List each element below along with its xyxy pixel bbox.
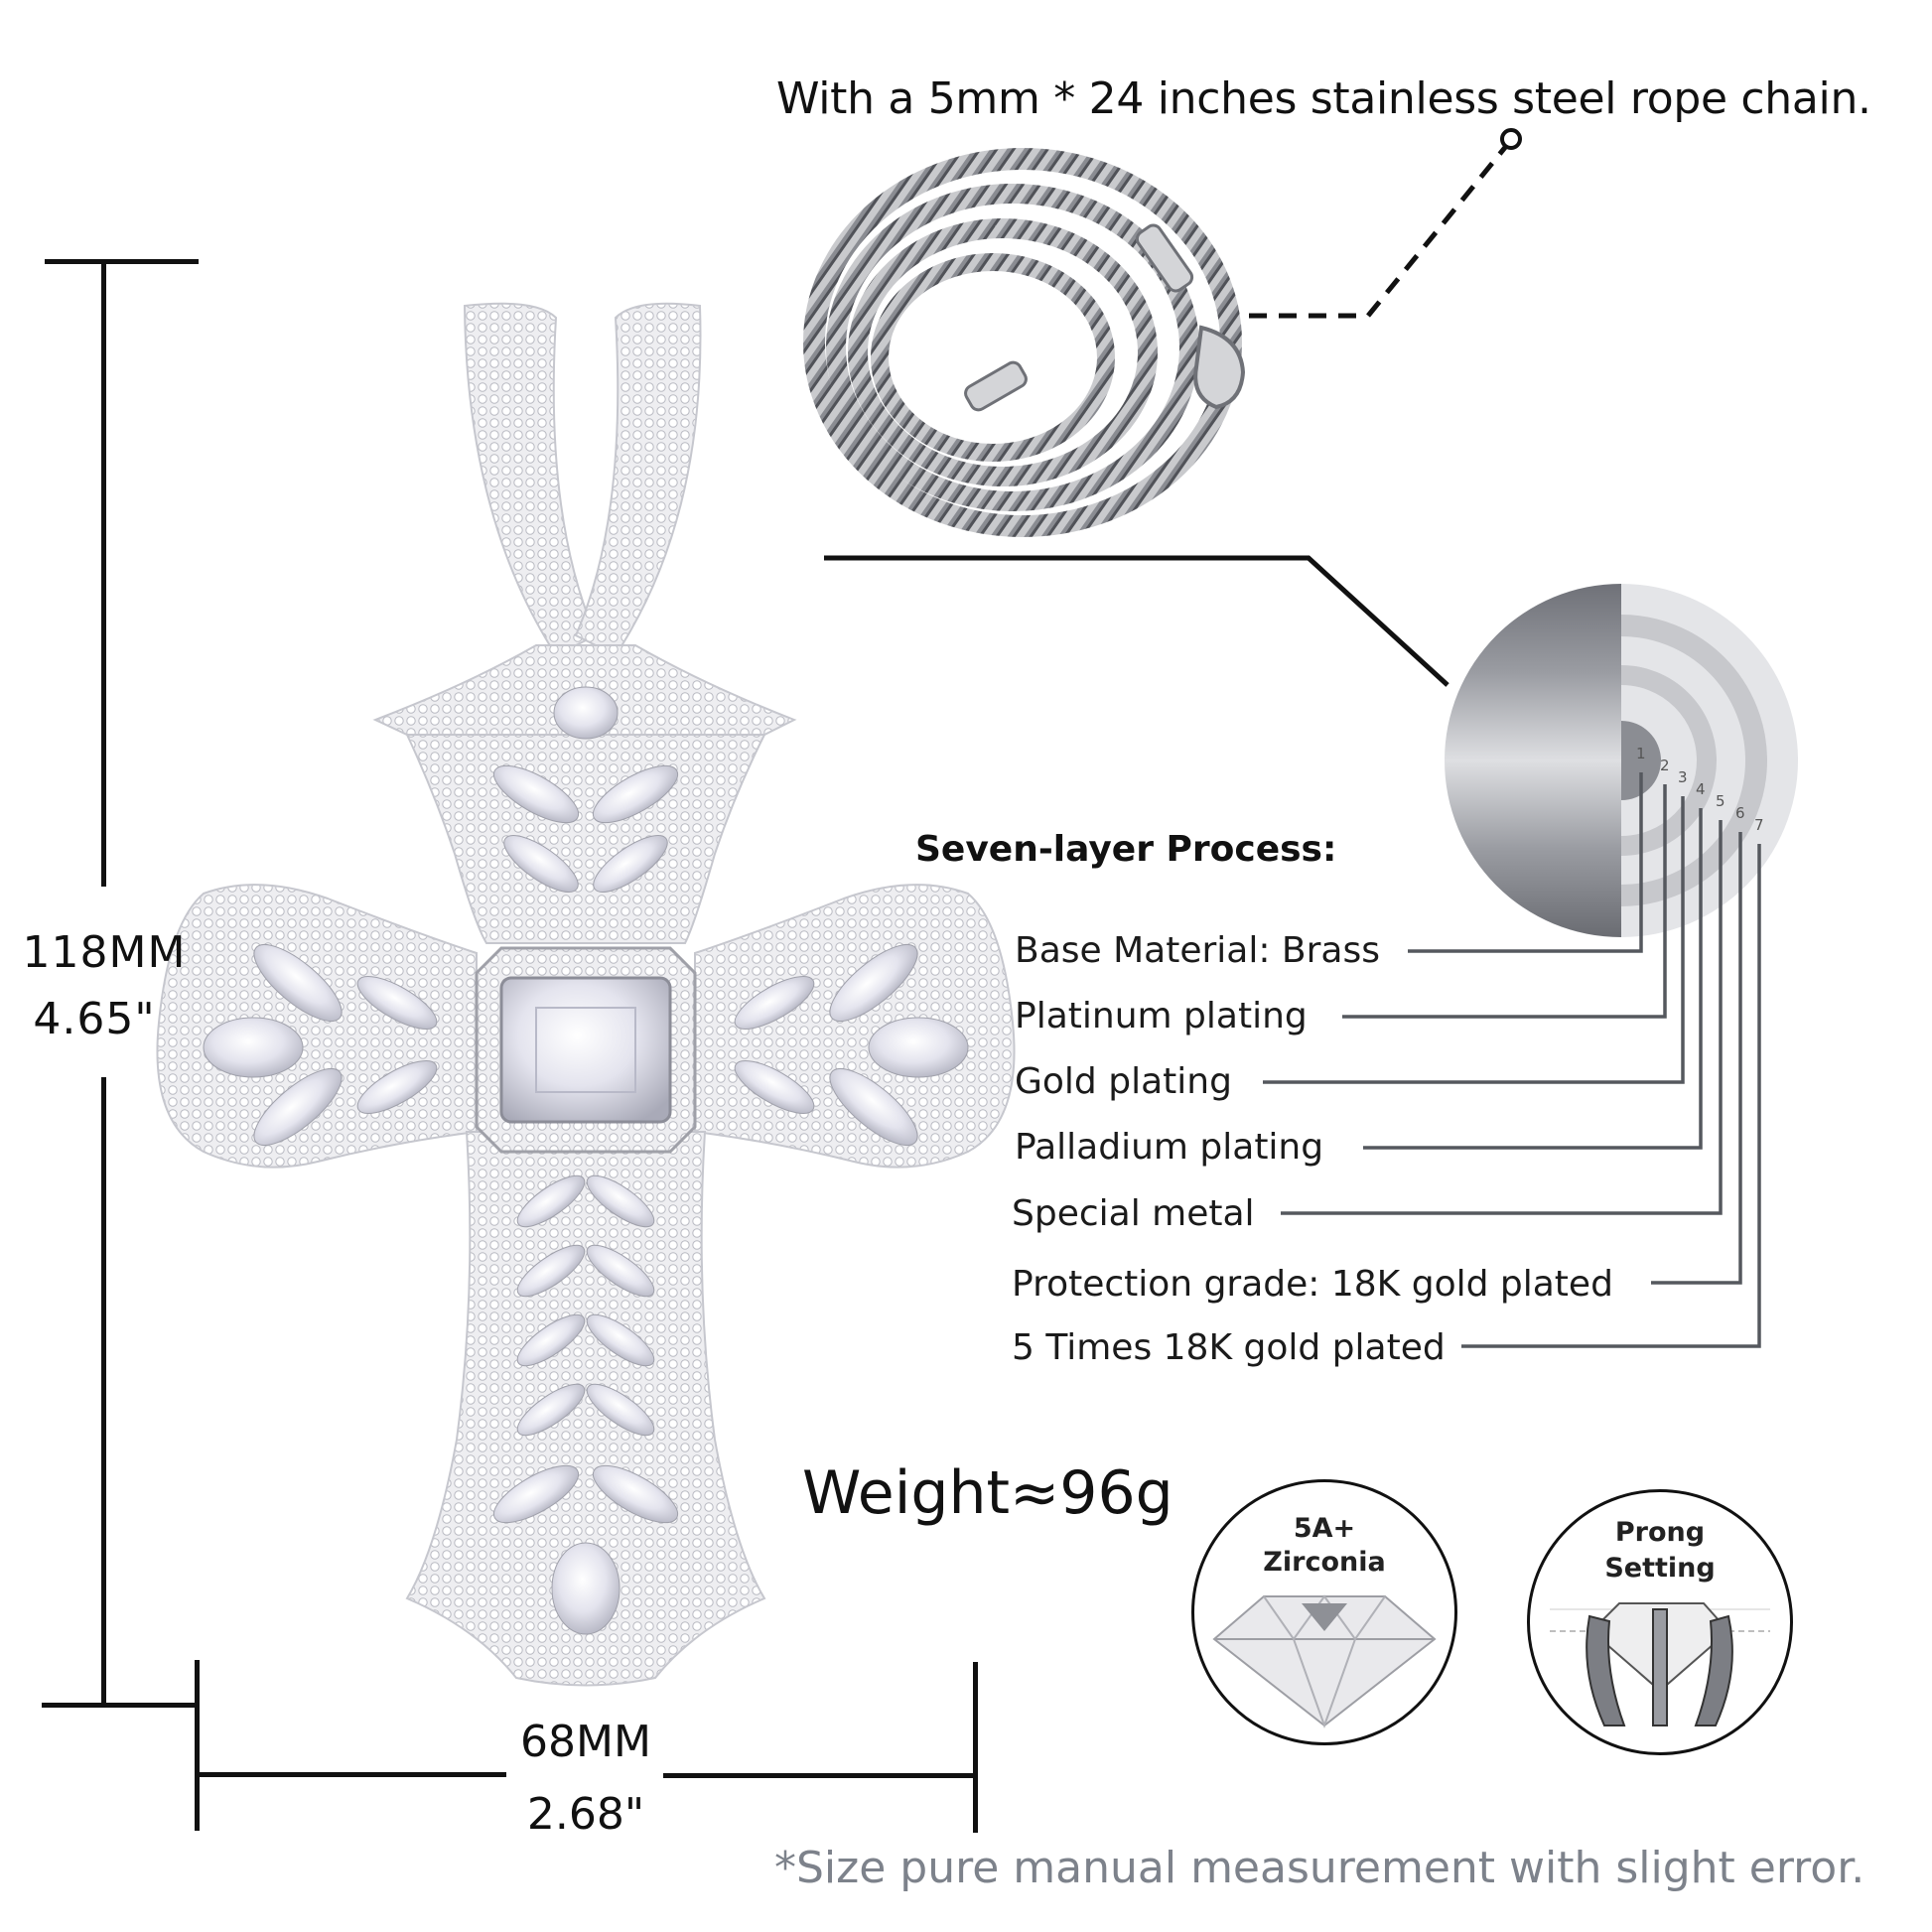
disk-number-1: 1 (1636, 745, 1646, 762)
cross-pendant-image (156, 302, 1016, 1687)
disk-number-4: 4 (1696, 780, 1706, 798)
layer-label-5: Special metal (1012, 1193, 1255, 1234)
measurement-disclaimer: *Size pure manual measurement with sligh… (774, 1843, 1865, 1893)
width-dimension-bar (195, 1660, 978, 1833)
diamond-icon (1212, 1594, 1437, 1728)
width-mm-label: 68MM (520, 1717, 651, 1767)
seven-layer-disk-diagram (1445, 584, 1798, 937)
height-inch-label: 4.65" (33, 994, 156, 1044)
disk-number-5: 5 (1716, 792, 1725, 810)
process-leader-line (824, 555, 1449, 687)
layer-label-6: Protection grade: 18K gold plated (1012, 1264, 1613, 1305)
weight-label: Weight≈96g (802, 1458, 1173, 1528)
disk-number-6: 6 (1735, 804, 1745, 822)
height-dimension-bar (42, 259, 199, 1708)
layer-label-4: Palladium plating (1015, 1127, 1324, 1168)
width-inch-label: 2.68" (526, 1789, 645, 1840)
chain-description: With a 5mm * 24 inches stainless steel r… (776, 73, 1871, 124)
prong-badge-line1: Prong (1614, 1517, 1706, 1548)
disk-number-2: 2 (1660, 757, 1670, 774)
layer-label-2: Platinum plating (1015, 996, 1308, 1036)
prong-badge-line2: Setting (1604, 1553, 1716, 1584)
zirconia-badge-line1: 5A+ (1293, 1513, 1356, 1544)
layer-label-7: 5 Times 18K gold plated (1012, 1327, 1446, 1368)
layer-label-1: Base Material: Brass (1015, 930, 1380, 971)
process-title: Seven-layer Process: (915, 829, 1337, 870)
zirconia-badge: 5A+ Zirconia (1191, 1479, 1457, 1745)
zirconia-badge-line2: Zirconia (1263, 1547, 1386, 1578)
layer-label-3: Gold plating (1015, 1061, 1232, 1102)
layer-leader-lines (1263, 772, 1761, 1348)
rope-chain-image (803, 148, 1246, 537)
chain-connector-line (1249, 128, 1522, 319)
disk-number-7: 7 (1754, 816, 1764, 834)
prong-setting-badge: Prong Setting (1527, 1489, 1793, 1755)
height-mm-label: 118MM (22, 927, 187, 978)
prong-setting-icon (1550, 1602, 1770, 1726)
disk-number-3: 3 (1678, 768, 1688, 786)
